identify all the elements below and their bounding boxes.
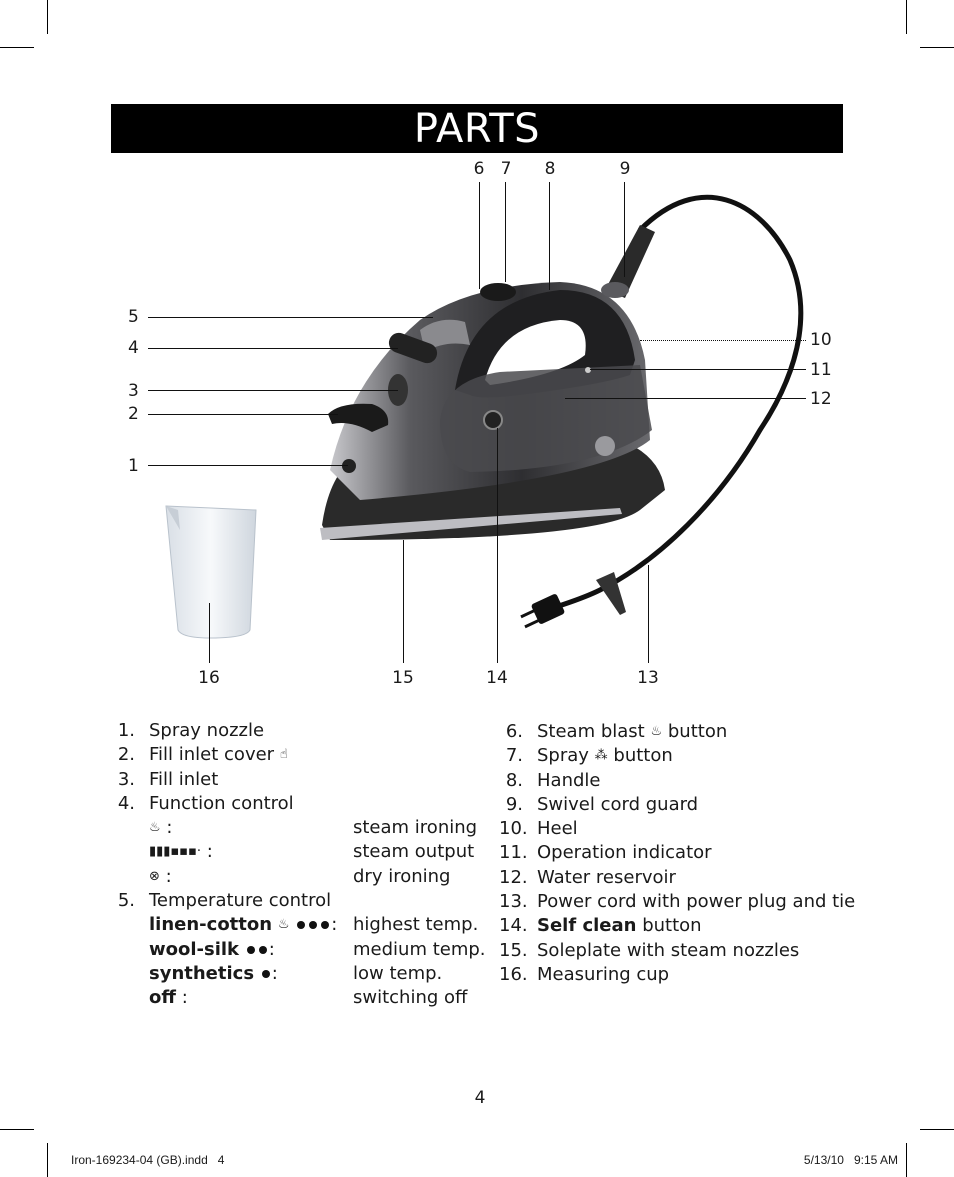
list-item: 10.Heel [499, 818, 578, 840]
leader-line [148, 348, 398, 349]
leader-line [209, 603, 210, 663]
list-item: synthetics :low temp. [149, 962, 443, 984]
callout-13: 13 [637, 668, 659, 688]
leader-line [148, 390, 398, 391]
leader-line [590, 369, 806, 370]
leader-line [148, 465, 348, 466]
page-number: 4 [474, 1088, 486, 1108]
list-item: 8.Handle [505, 769, 601, 791]
list-item: 2.Fill inlet cover ☝ [111, 743, 491, 767]
handle-opening [485, 320, 586, 385]
callout-4: 4 [128, 338, 139, 358]
list-item: off :switching off [149, 987, 468, 1009]
list-item: wool-silk :medium temp. [149, 938, 486, 960]
soleplate-edge [320, 508, 622, 540]
crop-mark [906, 0, 907, 34]
callout-11: 11 [810, 360, 832, 380]
steam-icon: ♨ [650, 724, 663, 739]
steam-iron-illustration [165, 194, 804, 639]
leader-line [403, 540, 404, 663]
crop-mark [0, 1129, 34, 1130]
parts-list-right: 6.Steam blast ♨ button 7.Spray ⁂ button … [499, 720, 856, 987]
cord-tie [596, 572, 626, 615]
parts-list-left: 1.Spray nozzle 2.Fill inlet cover ☝ 3.Fi… [111, 719, 491, 1011]
list-item: 4.Function control [117, 792, 294, 814]
measuring-cup [165, 505, 257, 639]
leader-line [479, 182, 480, 289]
steam-icon: ♨ [149, 820, 161, 836]
list-item: 5.Temperature control [117, 890, 332, 912]
callout-8: 8 [544, 159, 556, 179]
cup-spout [166, 506, 180, 530]
steam-blast-button[interactable] [480, 283, 516, 301]
list-item: 14.Self clean button [499, 915, 702, 937]
leader-line [648, 565, 649, 663]
power-cord [547, 194, 804, 613]
spray-nozzle [342, 459, 356, 473]
callout-12: 12 [810, 389, 832, 409]
callout-14: 14 [486, 668, 508, 688]
push-icon: ☝ [279, 747, 288, 763]
crop-mark [47, 1143, 48, 1177]
list-item: ⊗ :dry ironing [111, 865, 491, 889]
operation-indicator [585, 367, 591, 373]
spray-icon: ⁂ [594, 748, 608, 764]
list-item: 11.Operation indicator [499, 842, 712, 864]
fill-inlet-cover [328, 403, 389, 432]
callout-15: 15 [392, 668, 414, 688]
leader-line [148, 414, 338, 415]
self-clean-button[interactable] [483, 410, 503, 430]
list-item: 9.Swivel cord guard [505, 793, 699, 815]
list-item: 7.Spray ⁂ button [499, 744, 849, 768]
leader-line [505, 182, 506, 282]
leader-line [497, 428, 498, 663]
callout-7: 7 [500, 159, 512, 179]
callout-10: 10 [810, 330, 832, 350]
steam-icon: ♨ [277, 917, 290, 933]
callout-3: 3 [128, 381, 139, 401]
list-item: 13.Power cord with power plug and tie [499, 891, 856, 913]
crop-mark [920, 1129, 954, 1130]
callout-1: 1 [128, 456, 139, 476]
list-item: 12.Water reservoir [499, 866, 676, 888]
leader-line [624, 182, 625, 277]
list-item: 6.Steam blast ♨ button [499, 720, 849, 744]
temperature-control-dial[interactable] [420, 319, 470, 352]
callout-16: 16 [198, 668, 220, 688]
list-item: 16.Measuring cup [499, 963, 670, 985]
page-title: PARTS [111, 104, 843, 153]
callout-5: 5 [128, 307, 139, 327]
callout-2: 2 [128, 404, 139, 424]
crop-mark [906, 1143, 907, 1177]
function-control-knob[interactable] [386, 330, 440, 366]
leader-line [549, 182, 550, 290]
heel-button [601, 282, 629, 298]
dry-iron-icon: ⊗ [149, 868, 160, 884]
brand-logo-icon [595, 436, 615, 456]
list-item: ▮▮▮▪▪▪· :steam output [111, 840, 491, 864]
slug-file-info: Iron-169234-04 (GB).indd 4 [71, 1153, 225, 1167]
callout-6: 6 [473, 159, 485, 179]
leader-line [640, 340, 806, 341]
crop-mark [0, 47, 34, 48]
steam-output-scale-icon: ▮▮▮▪▪▪· [149, 844, 202, 860]
callout-9: 9 [619, 159, 631, 179]
crop-mark [920, 47, 954, 48]
leader-line [565, 398, 806, 399]
leader-line [148, 317, 433, 318]
list-item: linen-cotton ♨ :highest temp. [111, 913, 491, 937]
list-item: 3.Fill inlet [117, 768, 219, 790]
power-plug [520, 594, 565, 629]
slug-date: 5/13/10 9:15 AM [803, 1153, 898, 1167]
list-item: ♨ :steam ironing [111, 816, 491, 840]
list-item: 15.Soleplate with steam nozzles [499, 939, 800, 961]
fill-inlet [388, 374, 408, 406]
list-item: 1.Spray nozzle [117, 720, 265, 741]
crop-mark [47, 0, 48, 34]
swivel-cord-guard [605, 225, 655, 298]
